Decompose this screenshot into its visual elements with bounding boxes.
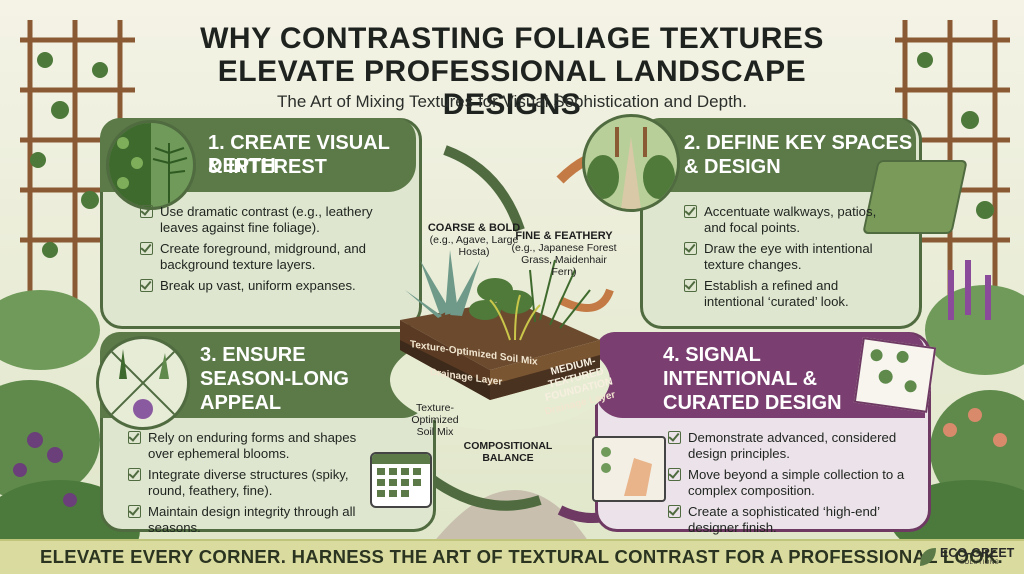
list-item: Create foreground, midground, and backgr… — [140, 241, 390, 273]
check-icon — [140, 242, 153, 255]
list-item: Use dramatic contrast (e.g., leathery le… — [140, 204, 390, 236]
list-item: Draw the eye with intentional texture ch… — [684, 241, 894, 273]
panel-3-plants-illustration — [96, 336, 190, 430]
check-icon — [128, 468, 141, 481]
list-item: Demonstrate advanced, considered design … — [668, 430, 908, 462]
list-item: Break up vast, uniform expanses. — [140, 278, 390, 294]
brand-subtitle: SOLUTIONS — [960, 560, 1000, 566]
list-item: Move beyond a simple collection to a com… — [668, 467, 908, 499]
panel-4-heading-line-3: CURATED DESIGN — [663, 392, 842, 414]
panel-3-heading-line-2: SEASON-LONG — [200, 368, 349, 390]
page-subtitle: The Art of Mixing Textures for Visual So… — [277, 92, 747, 111]
fine-examples: (e.g., Japanese Forest Grass, Maidenhair… — [511, 242, 617, 278]
footer-tagline: ELEVATE EVERY CORNER. HARNESS THE ART OF… — [40, 546, 1003, 567]
panel-1-foliage-illustration — [106, 120, 196, 210]
list-item: Rely on enduring forms and shapes over e… — [128, 430, 368, 462]
coarse-title: COARSE & BOLD — [427, 222, 521, 234]
calendar-icon — [370, 452, 432, 508]
panel-2-heading-line-1: 2. DEFINE KEY SPACES — [684, 132, 913, 154]
panel-4-heading-line-2: INTENTIONAL & — [663, 368, 818, 390]
walkway-icon — [587, 127, 675, 209]
check-icon — [128, 505, 141, 518]
grass-icon — [489, 294, 541, 341]
panel-2-heading-line-2: & DESIGN — [684, 156, 781, 178]
check-icon — [684, 242, 697, 255]
check-icon — [668, 468, 681, 481]
check-icon — [668, 505, 681, 518]
coarse-bold-label: COARSE & BOLD (e.g., Agave, Large Hosta) — [424, 222, 524, 258]
leaf-logo-icon — [920, 548, 936, 566]
design-plan-icon — [853, 337, 937, 413]
check-icon — [668, 431, 681, 444]
list-item: Maintain design integrity through all se… — [128, 504, 368, 536]
list-item: Establish a refined and intentional ‘cur… — [684, 278, 894, 310]
panel-2-heading: 2. DEFINE KEY SPACES & DESIGN — [640, 118, 916, 192]
check-icon — [128, 431, 141, 444]
compositional-balance-label: COMPOSITIONAL BALANCE — [463, 440, 553, 464]
title-line-1: WHY CONTRASTING FOLIAGE TEXTURES — [200, 22, 824, 55]
panel-3-list: Rely on enduring forms and shapes over e… — [128, 430, 368, 541]
fine-title: FINE & FEATHERY — [515, 230, 613, 242]
coarse-examples: (e.g., Agave, Large Hosta) — [429, 234, 519, 258]
spiky-plant-icon — [99, 339, 187, 427]
list-item: Accentuate walkways, patios, and focal p… — [684, 204, 894, 236]
panel-2-walkway-illustration — [582, 114, 680, 212]
fern-icon — [109, 123, 188, 207]
check-icon — [140, 279, 153, 292]
page-title: WHY CONTRASTING FOLIAGE TEXTURES ELEVATE… — [150, 22, 874, 121]
panel-3-heading-line-1: 3. ENSURE — [200, 344, 306, 366]
panel-1-heading-line-1: 1. CREATE VISUAL DEPTH — [208, 132, 390, 177]
panel-3-heading-line-3: APPEAL — [200, 392, 282, 414]
agave-icon — [405, 250, 480, 318]
panel-1-list: Use dramatic contrast (e.g., leathery le… — [140, 204, 390, 299]
soil-callout-label: Texture- Optimized Soil Mix — [411, 402, 459, 438]
list-item: Create a sophisticated ‘high-end’ design… — [668, 504, 908, 536]
fine-feathery-label: FINE & FEATHERY (e.g., Japanese Forest G… — [510, 230, 618, 278]
brand-name: ECO-GREET — [940, 546, 1015, 560]
check-icon — [140, 205, 153, 218]
panel-4-list: Demonstrate advanced, considered design … — [668, 430, 908, 541]
check-icon — [684, 205, 697, 218]
check-icon — [684, 279, 697, 292]
title-line-2: ELEVATE PROFESSIONAL LANDSCAPE DESIGNS — [217, 55, 807, 121]
hand-drawing-icon — [592, 436, 666, 502]
panel-2-list: Accentuate walkways, patios, and focal p… — [684, 204, 894, 315]
center-planter — [390, 250, 610, 430]
panel-1-heading-line-2: & INTEREST — [208, 156, 327, 178]
footer-band — [0, 539, 1024, 574]
panel-4-heading-line-1: 4. SIGNAL — [663, 344, 761, 366]
list-item: Integrate diverse structures (spiky, rou… — [128, 467, 368, 499]
